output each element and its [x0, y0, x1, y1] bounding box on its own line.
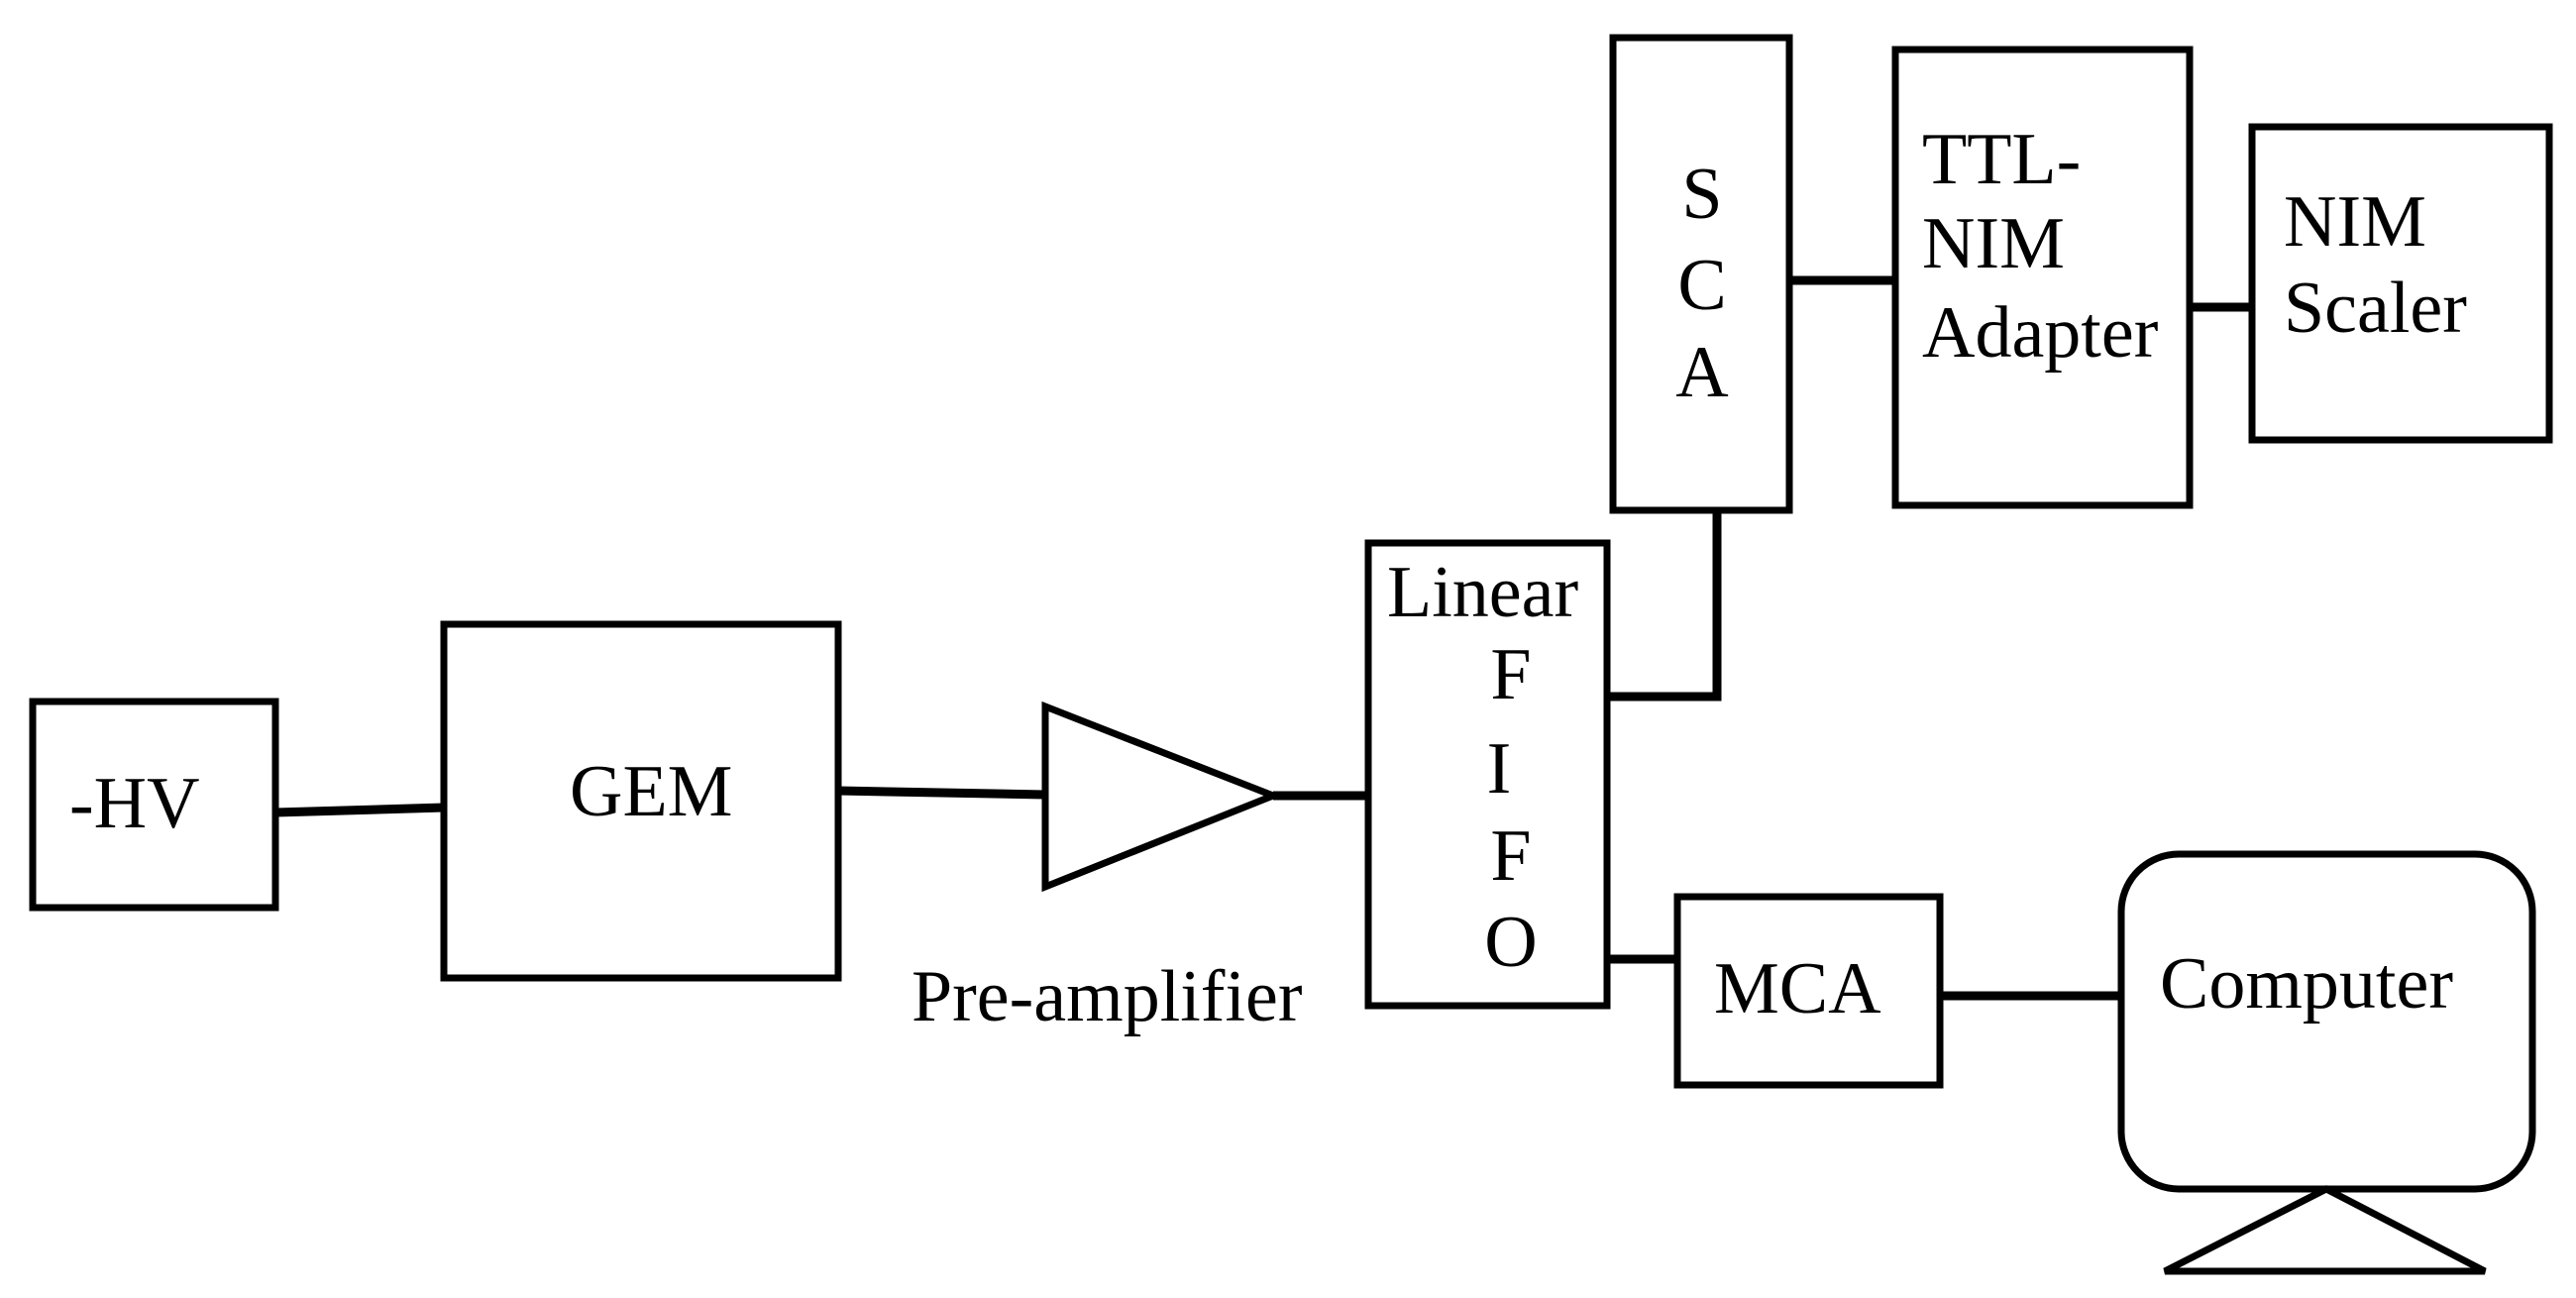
- gem-box: [440, 620, 842, 982]
- nim-scaler-box: [2248, 123, 2553, 444]
- ttl-label-line2: NIM: [1922, 203, 2065, 284]
- scaler-label-line2: Scaler: [2284, 268, 2467, 349]
- sca-label-line2: C: [1677, 245, 1726, 326]
- fifo-label-line1: Linear: [1387, 552, 1578, 633]
- computer-block: Computer: [2117, 850, 2536, 1275]
- computer-stand-icon: [2163, 1185, 2487, 1275]
- fifo-label-line5: O: [1484, 902, 1537, 983]
- gem-label: GEM: [570, 751, 732, 832]
- gem-block: GEM: [440, 620, 842, 982]
- fifo-label-line2: F: [1490, 634, 1531, 715]
- preamp-triangle-icon: [1041, 701, 1283, 893]
- ttl-label-line3: Adapter: [1922, 292, 2158, 374]
- mca-block: MCA: [1673, 893, 1944, 1089]
- ttl-adapter-block: TTL- NIM Adapter: [1891, 46, 2194, 509]
- hv-block: -HV: [29, 698, 279, 912]
- computer-label: Computer: [2160, 943, 2453, 1025]
- preamp-block: Pre-amplifier: [912, 701, 1303, 1037]
- fifo-label-line3: I: [1487, 728, 1512, 810]
- mca-label: MCA: [1714, 948, 1881, 1029]
- fifo-block: Linear F I F O: [1364, 539, 1611, 1010]
- hv-label: -HV: [69, 763, 200, 844]
- scaler-label-line1: NIM: [2284, 181, 2426, 263]
- sca-label-line3: A: [1675, 332, 1728, 413]
- ttl-adapter-box: [1891, 46, 2194, 509]
- mca-box: [1673, 893, 1944, 1089]
- sca-block: S C A: [1609, 34, 1793, 514]
- nim-scaler-block: NIM Scaler: [2248, 123, 2553, 444]
- sca-box: [1609, 34, 1793, 514]
- connections: [274, 275, 2252, 1001]
- wire-hv-gem: [274, 803, 445, 817]
- hv-box: [29, 698, 279, 912]
- fifo-label-line4: F: [1490, 815, 1531, 897]
- wire-gem-preamp: [837, 786, 1046, 800]
- ttl-label-line1: TTL-: [1922, 119, 2081, 200]
- preamp-label: Pre-amplifier: [912, 956, 1303, 1037]
- wire-fifo-sca: [1607, 510, 1722, 702]
- fifo-box: [1364, 539, 1611, 1010]
- sca-label-line1: S: [1681, 154, 1722, 235]
